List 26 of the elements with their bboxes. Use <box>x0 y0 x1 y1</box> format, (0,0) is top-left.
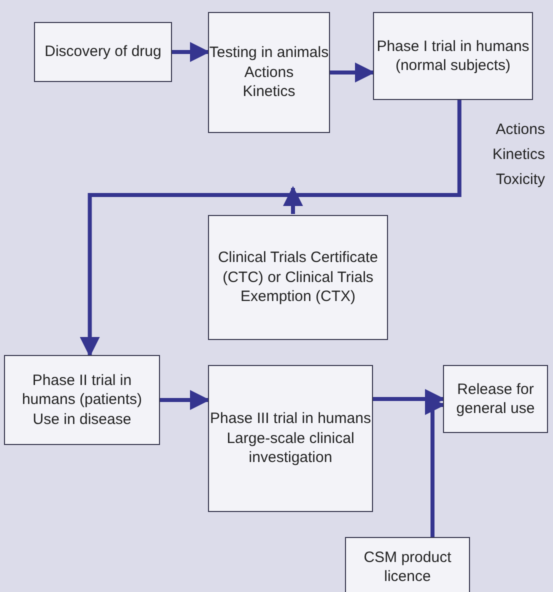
arrow <box>80 100 462 357</box>
box-text: CSM product licence <box>362 548 452 586</box>
arrow <box>330 62 375 82</box>
process-box <box>443 365 548 433</box>
note-text: Actions Kinetics Toxicity <box>491 120 545 190</box>
process-box <box>208 215 388 340</box>
box-text: Testing in animals <box>209 43 329 63</box>
box-text: Kinetics <box>242 82 296 102</box>
box-text: Actions <box>244 62 294 82</box>
box-text: Discovery of drug <box>44 42 162 62</box>
process-box <box>208 365 373 512</box>
box-text: Phase I trial in humans (normal subjects) <box>376 36 530 76</box>
process-box <box>4 355 160 445</box>
box-text: Clinical Trials Certificate (CTC) or Clinical Trials Exemption (CTX) <box>216 248 380 307</box>
box-text: Phase III trial in humans <box>210 409 371 429</box>
process-box <box>34 22 172 82</box>
process-box <box>345 537 470 592</box>
arrow <box>172 42 210 62</box>
arrow <box>160 390 210 410</box>
box-text: Phase II trial in humans (patients) <box>20 370 144 410</box>
box-text: Use in disease <box>32 410 132 430</box>
arrow <box>283 186 303 214</box>
box-text: Large-scale clinical investigation <box>226 428 356 468</box>
process-box <box>373 12 533 100</box>
process-box <box>208 12 330 133</box>
box-text: Release for general use <box>455 380 536 418</box>
